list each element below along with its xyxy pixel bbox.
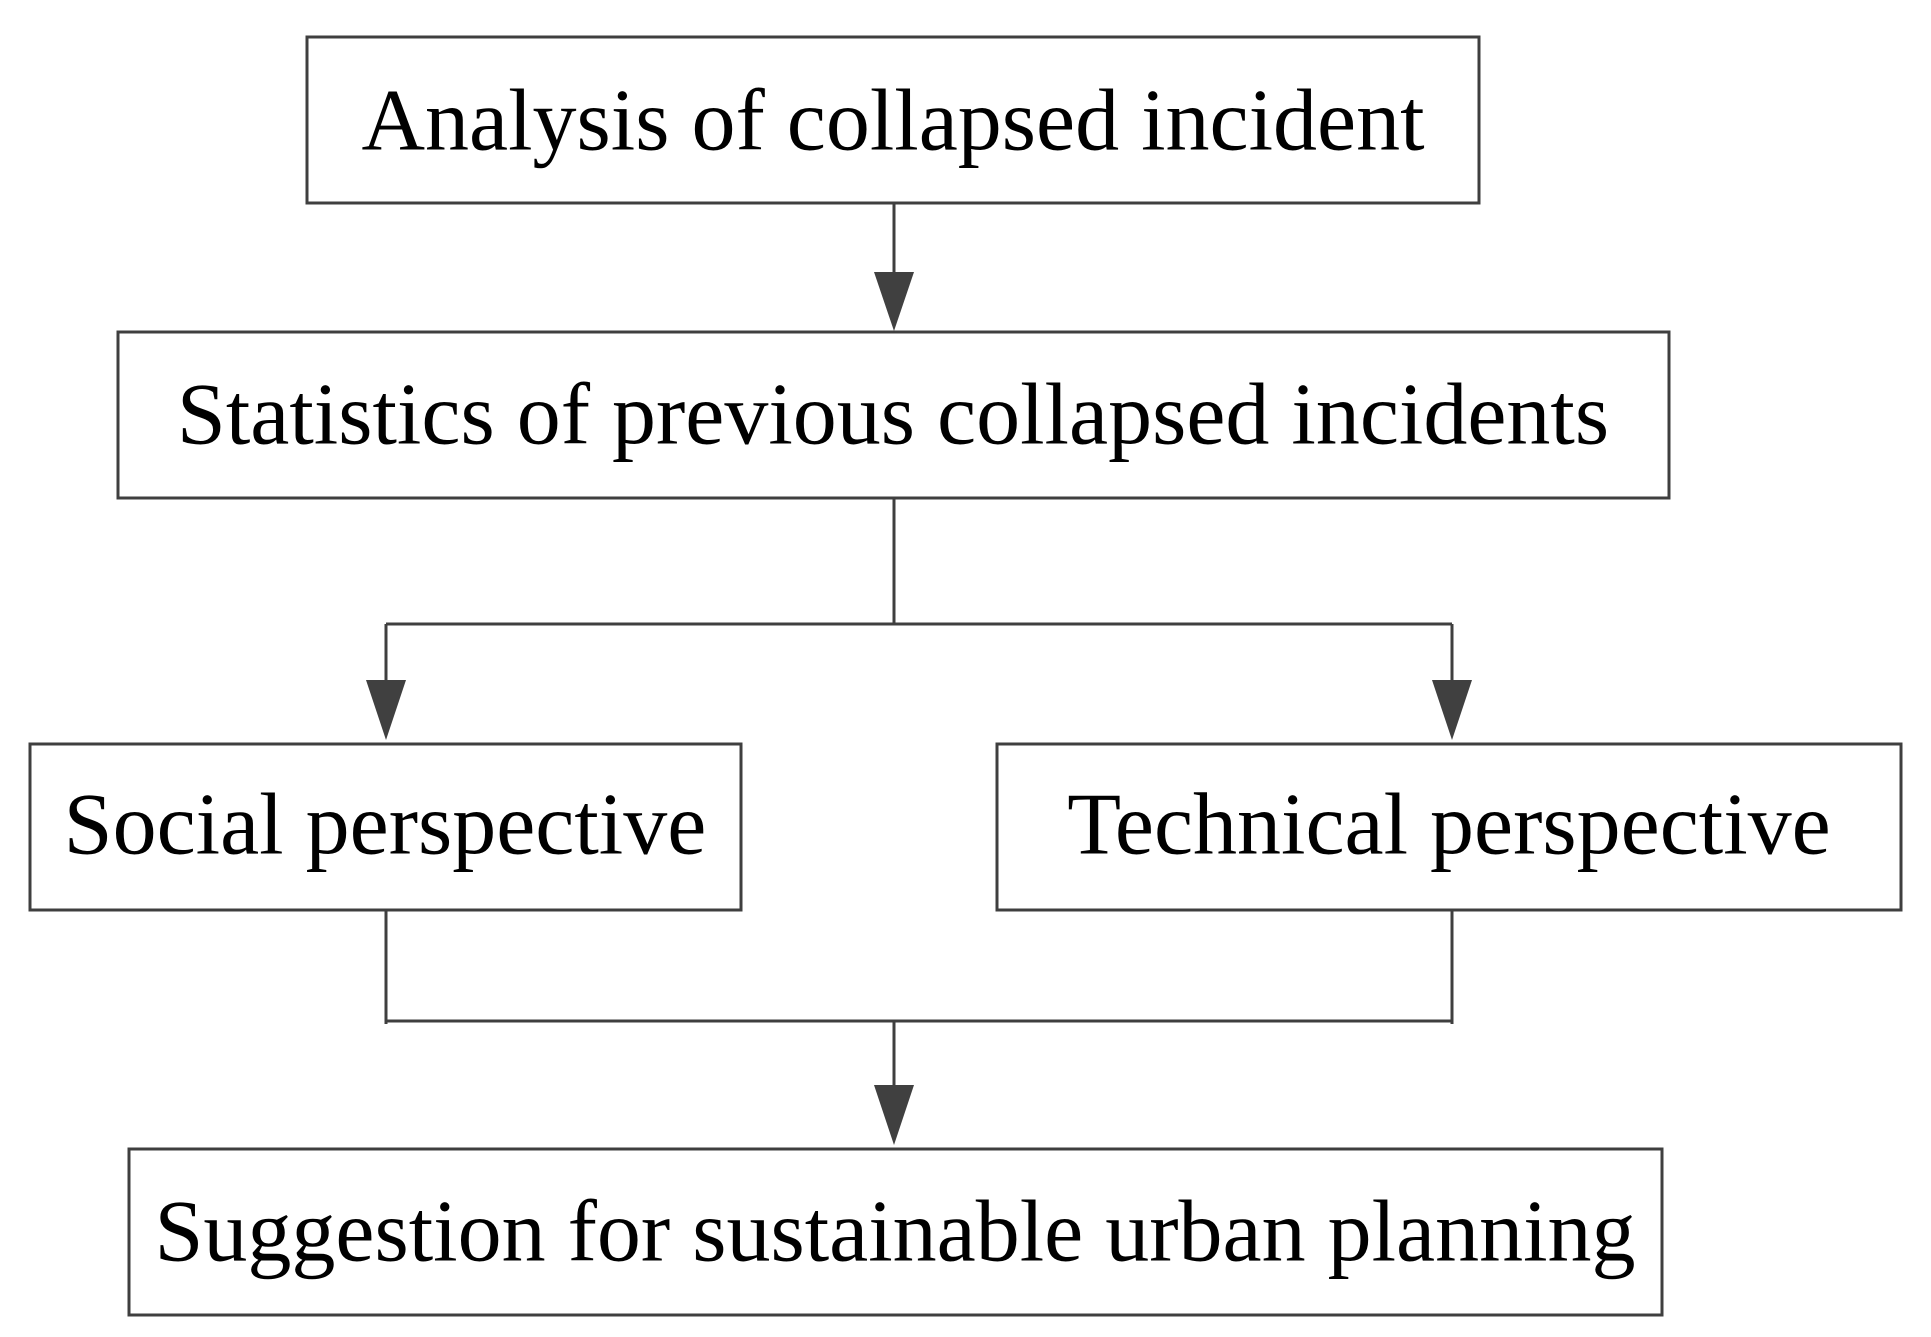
edge-statistics-split [384,498,1454,690]
node-statistics: Statistics of previous collapsed inciden… [116,330,1671,500]
arrowhead-statistics [874,272,914,331]
node-social: Social perspective [28,742,743,912]
node-statistics-label: Statistics of previous collapsed inciden… [177,367,1609,464]
node-analysis-label: Analysis of collapsed incident [361,73,1424,170]
node-technical: Technical perspective [995,742,1903,912]
arrowhead-suggestion [874,1085,914,1145]
node-suggestion: Suggestion for sustainable urban plannin… [127,1147,1664,1317]
node-suggestion-label: Suggestion for sustainable urban plannin… [154,1184,1635,1281]
node-analysis: Analysis of collapsed incident [305,35,1481,205]
arrowhead-technical [1432,680,1472,740]
node-social-label: Social perspective [64,777,707,874]
arrowhead-social [366,680,406,740]
edge-perspectives-merge [384,910,1454,1090]
node-technical-label: Technical perspective [1067,777,1830,874]
